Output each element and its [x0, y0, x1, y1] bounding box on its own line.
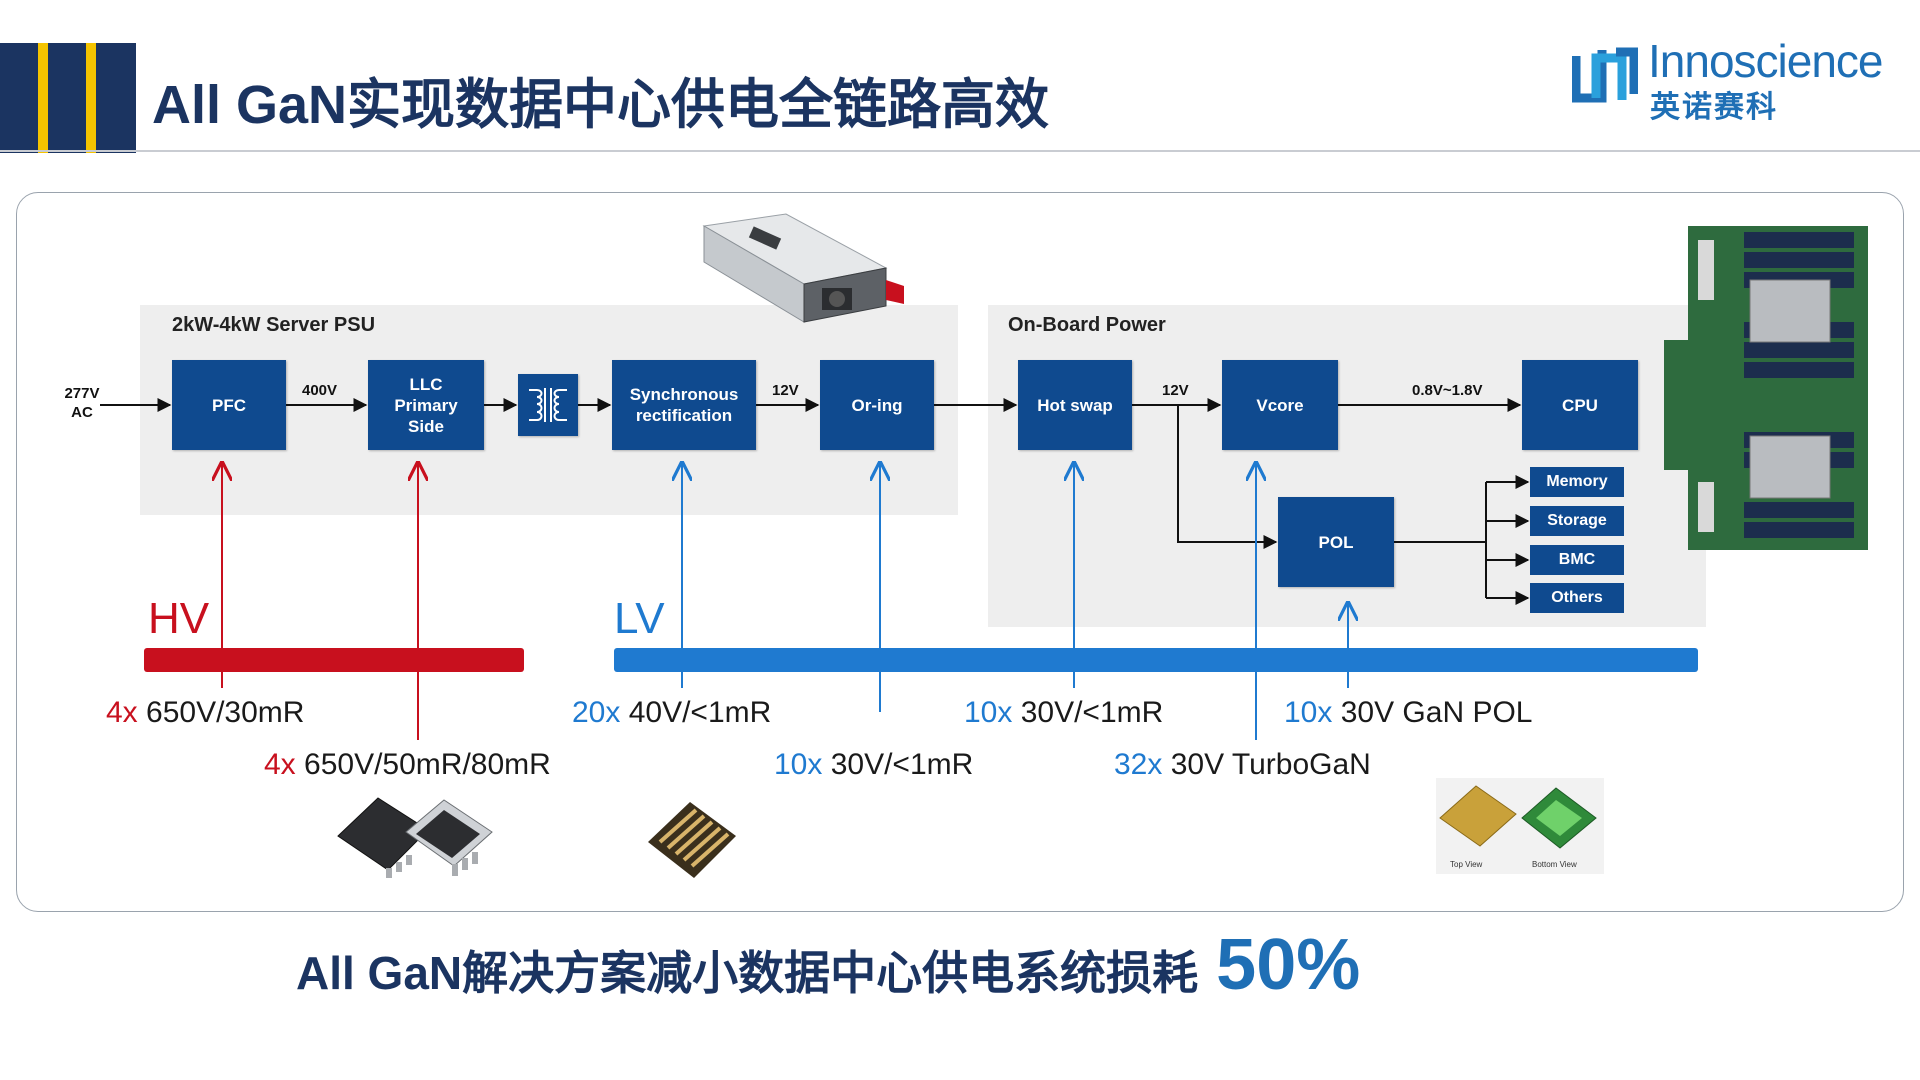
psu-module-image — [702, 213, 904, 323]
onboard-group-label: On-Board Power — [1008, 314, 1166, 336]
device-callout-sync: 20x 40V/<1mR — [572, 696, 771, 730]
device-spec: 30V/<1mR — [1020, 696, 1164, 729]
device-spec: 30V GaN POL — [1340, 696, 1533, 729]
device-callout-vcore: 32x 30V TurboGaN — [1114, 748, 1371, 782]
vcore-block: Vcore — [1222, 360, 1338, 450]
hv-bar — [144, 648, 524, 672]
lv-label: LV — [614, 594, 665, 643]
pol-bottom-view-caption: Bottom View — [1532, 860, 1577, 869]
device-callout-oring: 10x 30V/<1mR — [774, 748, 973, 782]
bmc-load: BMC — [1530, 545, 1624, 575]
pol-block: POL — [1278, 497, 1394, 587]
hv-label: HV — [148, 594, 210, 643]
pfc-block: PFC — [172, 360, 286, 450]
cpu-block: CPU — [1522, 360, 1638, 450]
others-load: Others — [1530, 583, 1624, 613]
summary-line: All GaN解决方案减小数据中心供电系统损耗 50% — [296, 924, 1360, 1006]
device-count: 10x — [774, 748, 823, 781]
device-count: 4x — [264, 748, 296, 781]
slide-title: All GaN实现数据中心供电全链路高效 — [152, 75, 1050, 135]
psu-group-label: 2kW-4kW Server PSU — [172, 314, 376, 336]
gan-package-image — [337, 797, 493, 878]
header-stripe — [38, 43, 48, 153]
storage-load: Storage — [1530, 506, 1624, 536]
ac-input-label: 277V AC — [64, 385, 100, 421]
lv-bar — [614, 648, 1698, 672]
gan-die-image — [648, 802, 736, 878]
device-count: 4x — [106, 696, 138, 729]
device-spec: 40V/<1mR — [628, 696, 772, 729]
board-bus-voltage-label: 12V — [1162, 382, 1189, 399]
server-board-image — [1664, 226, 1868, 550]
device-count: 20x — [572, 696, 621, 729]
device-count: 32x — [1114, 748, 1163, 781]
device-spec: 650V/50mR/80mR — [304, 748, 551, 781]
device-spec: 30V TurboGaN — [1170, 748, 1371, 781]
header-divider — [0, 150, 1920, 152]
logo-text-en: Innoscience — [1648, 35, 1883, 87]
llc-block: LLC Primary Side — [368, 360, 484, 450]
transformer-block — [518, 374, 578, 436]
device-spec: 650V/30mR — [146, 696, 305, 729]
sync-rect-block: Synchronous rectification — [612, 360, 756, 450]
bus-voltage-label: 400V — [302, 382, 338, 399]
innoscience-logo-icon — [1572, 47, 1638, 103]
hotswap-block: Hot swap — [1018, 360, 1132, 450]
device-count: 10x — [964, 696, 1013, 729]
device-spec: 30V/<1mR — [830, 748, 974, 781]
transformer-icon — [529, 388, 567, 422]
gan-pol-image: Top View Bottom View — [1436, 778, 1604, 874]
memory-load: Memory — [1530, 467, 1624, 497]
summary-text: All GaN解决方案减小数据中心供电系统损耗 — [296, 947, 1199, 999]
pol-top-view-caption: Top View — [1450, 860, 1483, 869]
device-callout-pfc: 4x 650V/30mR — [106, 696, 304, 730]
device-callout-llc: 4x 650V/50mR/80mR — [264, 748, 551, 782]
logo-text-cn: 英诺赛科 — [1650, 91, 1778, 124]
device-callout-hotswap: 10x 30V/<1mR — [964, 696, 1163, 730]
cpu-voltage-label: 0.8V~1.8V — [1412, 382, 1483, 399]
summary-value: 50% — [1216, 925, 1361, 1005]
device-callout-pol: 10x 30V GaN POL — [1284, 696, 1532, 730]
header-color-block — [0, 43, 136, 153]
device-count: 10x — [1284, 696, 1333, 729]
gan-pol-package-icon — [1439, 785, 1597, 849]
header-stripe — [86, 43, 96, 153]
psu-output-voltage-label: 12V — [772, 382, 799, 399]
oring-block: Or-ing — [820, 360, 934, 450]
